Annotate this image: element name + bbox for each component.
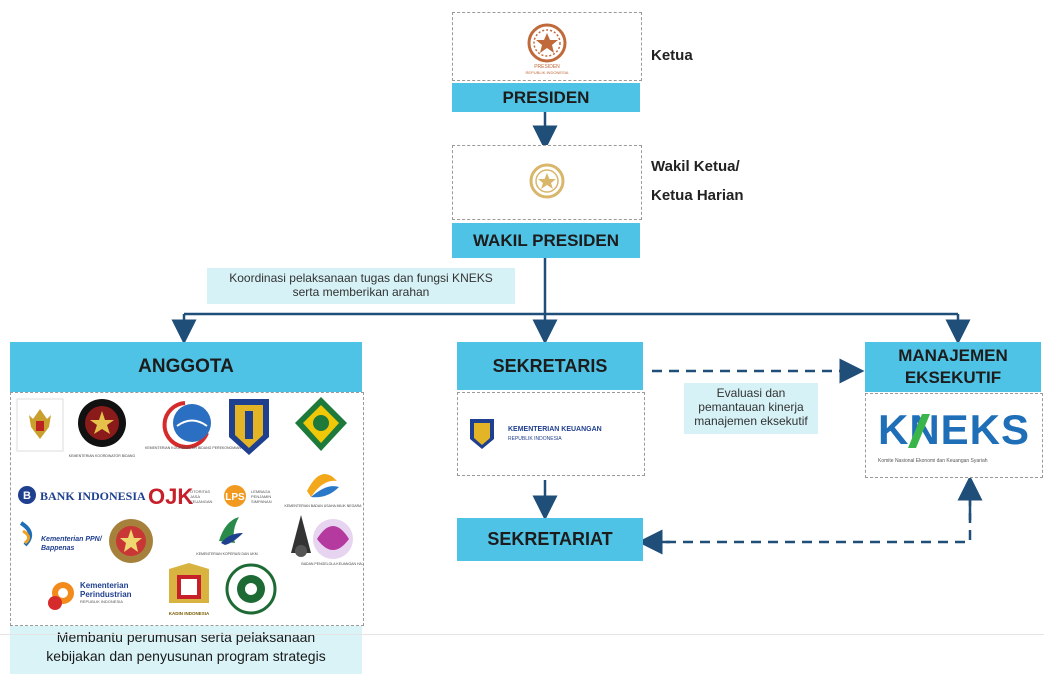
koordinasi-note-line2: serta memberikan arahan [292, 285, 430, 299]
svg-text:PRESIDEN: PRESIDEN [534, 64, 560, 70]
svg-text:KEMENTERIAN KOPERASI DAN UKM: KEMENTERIAN KOPERASI DAN UKM [196, 552, 257, 556]
anggota-title: ANGGOTA [10, 342, 362, 392]
bank-indonesia-text: BANK INDONESIA [40, 489, 146, 503]
svg-text:Kementerian: Kementerian [80, 581, 129, 590]
lps-logo-icon: LPS [224, 485, 246, 507]
kemenkumham-logo-icon [109, 519, 153, 563]
wakil-ketua-label: Wakil Ketua/ [651, 158, 740, 175]
wakil-title: WAKIL PRESIDEN [452, 223, 640, 258]
svg-text:SIMPANAN: SIMPANAN [251, 499, 272, 504]
mui-logo-icon [225, 563, 277, 615]
svg-text:Bappenas: Bappenas [41, 545, 75, 552]
ketua-harian-label: Ketua Harian [651, 187, 744, 204]
kemenko-perekonomian-logo-icon [162, 401, 211, 449]
svg-text:LPS: LPS [225, 492, 245, 503]
anggota-logos: KEMENTERIAN KOORDINATOR BIDANG KEMENTERI… [16, 397, 365, 616]
bottom-divider [0, 634, 1044, 635]
svg-text:LEMBAGA: LEMBAGA [251, 489, 271, 494]
evaluasi-note: Evaluasi dan pemantauan kinerja manajeme… [684, 383, 818, 434]
svg-text:KEMENTERIAN BADAN USAHA MILIK: KEMENTERIAN BADAN USAHA MILIK NEGARA [284, 504, 362, 508]
kemenkeu-text-line2: REPUBLIK INDONESIA [508, 436, 562, 442]
sekretaris-logo-box [457, 392, 645, 476]
manajemen-title: MANAJEMEN EKSEKUTIF [865, 342, 1041, 392]
wakil-logo-box [452, 145, 642, 220]
kemenperin-logo-icon [48, 582, 74, 610]
bappenas-logo-icon [19, 521, 33, 547]
evaluasi-note-line1: Evaluasi dan [716, 386, 786, 400]
kadin-logo-icon [169, 563, 209, 603]
bumn-logo-icon [307, 473, 339, 498]
wakil-seal-icon [529, 163, 565, 199]
anggota-footer-line1: Membantu perumusan serta pelaksanaan [56, 629, 316, 645]
kemenkeu-text-line1: KEMENTERIAN KEUANGAN [508, 426, 602, 433]
svg-text:REPUBLIK INDONESIA: REPUBLIK INDONESIA [80, 599, 123, 604]
svg-text:OJK: OJK [148, 484, 193, 509]
svg-text:Kementerian PPN/: Kementerian PPN/ [41, 536, 103, 543]
sekretariat-title: SEKRETARIAT [457, 518, 643, 561]
kemenkeu-logo-icon [229, 399, 269, 455]
kneks-logo-box: KNEKS Komite Nasional Ekonomi dan Keuang… [865, 393, 1043, 478]
svg-text:KEUANGAN: KEUANGAN [190, 499, 213, 504]
evaluasi-note-line3: manajemen eksekutif [694, 414, 808, 428]
presiden-seal-icon: PRESIDEN REPUBLIK INDONESIA [526, 23, 569, 75]
kneks-logo-text: KNEKS [878, 406, 1031, 453]
presiden-logo-box: PRESIDEN REPUBLIK INDONESIA [452, 12, 642, 81]
svg-text:JASA: JASA [190, 494, 200, 499]
bank-indonesia-logo-icon: B [18, 486, 36, 504]
dashed-line-sekretariat [660, 496, 972, 544]
svg-text:BADAN PENGELOLA KEUANGAN HAJI: BADAN PENGELOLA KEUANGAN HAJI [301, 562, 363, 566]
kneks-logo-sub: Komite Nasional Ekonomi dan Keuangan Sya… [878, 458, 988, 464]
svg-text:OTORITAS: OTORITAS [190, 489, 210, 494]
manajemen-title-line2: EKSEKUTIF [904, 368, 1002, 387]
kemenparekraf-logo-icon [291, 515, 311, 557]
kemenko-polhukam-logo-icon [78, 399, 126, 447]
svg-text:KEMENTERIAN KOORDINATOR BIDANG: KEMENTERIAN KOORDINATOR BIDANG PEREKONOM… [145, 446, 241, 450]
svg-text:KADIN INDONESIA: KADIN INDONESIA [169, 611, 210, 616]
kemenkeu-sekretaris-icon [470, 419, 494, 449]
koordinasi-note: Koordinasi pelaksanaan tugas dan fungsi … [207, 268, 515, 304]
manajemen-title-line1: MANAJEMEN [898, 346, 1008, 365]
svg-text:B: B [23, 490, 31, 502]
svg-text:KEMENTERIAN KOORDINATOR BIDANG: KEMENTERIAN KOORDINATOR BIDANG [69, 454, 136, 458]
kemenkop-logo-icon [219, 517, 243, 545]
presiden-title: PRESIDEN [452, 83, 640, 112]
garuda-logo-icon [16, 398, 64, 452]
svg-text:Perindustrian: Perindustrian [80, 590, 132, 599]
ketua-label: Ketua [651, 47, 693, 64]
anggota-footer-line2: kebijakan dan penyusunan program strateg… [46, 648, 326, 664]
kemenag-logo-icon [295, 397, 347, 451]
kneks-green-accent-icon [908, 414, 930, 448]
koordinasi-note-line1: Koordinasi pelaksanaan tugas dan fungsi … [229, 271, 493, 285]
bpkh-logo-icon [313, 519, 353, 559]
sekretaris-title: SEKRETARIS [457, 342, 643, 390]
svg-text:PENJAMIN: PENJAMIN [251, 494, 271, 499]
anggota-logo-box: KEMENTERIAN KOORDINATOR BIDANG KEMENTERI… [10, 392, 365, 626]
ojk-logo-icon: OJK [148, 484, 193, 509]
svg-text:REPUBLIK INDONESIA: REPUBLIK INDONESIA [526, 70, 569, 75]
evaluasi-note-line2: pemantauan kinerja [698, 400, 804, 414]
